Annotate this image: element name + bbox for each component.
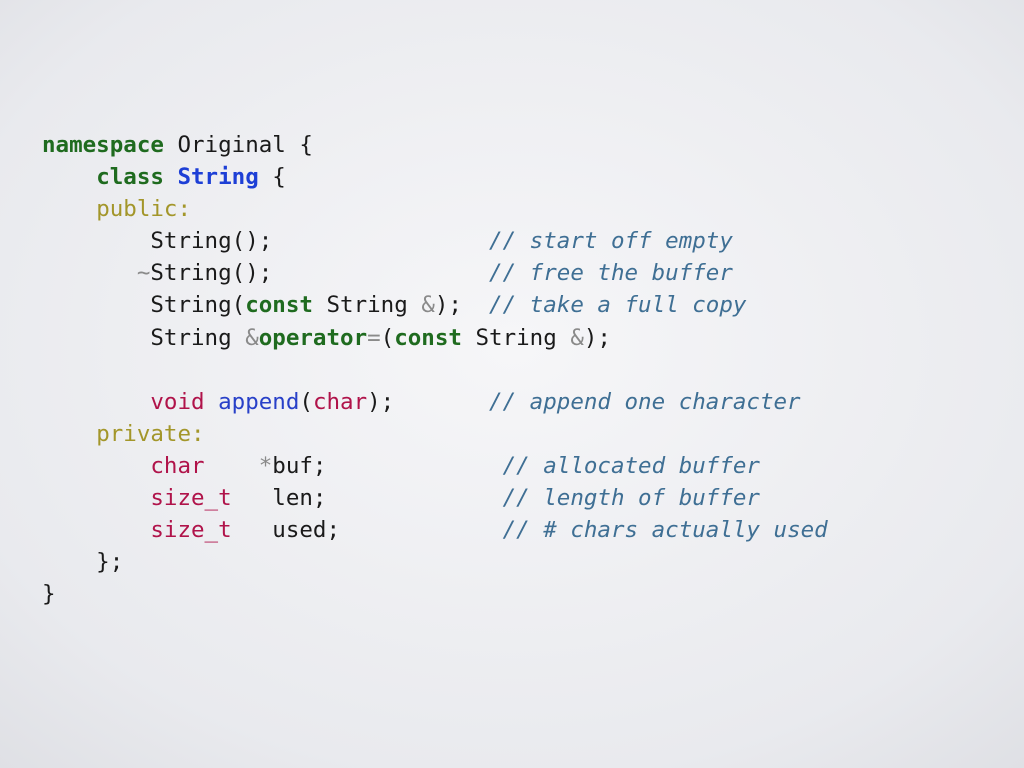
code-token: } <box>42 581 56 608</box>
code-token <box>42 453 150 479</box>
code-token: String <box>312 292 422 319</box>
code-token: operator <box>258 324 368 351</box>
code-token: // # chars actually used <box>502 517 828 544</box>
code-token: }; <box>42 549 124 576</box>
code-token <box>42 421 96 447</box>
code-token: String(); <box>150 260 273 287</box>
code-line: public: <box>42 193 828 225</box>
code-token <box>42 260 137 286</box>
code-token: Original { <box>163 132 313 158</box>
code-token: // length of buffer <box>502 485 760 512</box>
code-token <box>205 453 259 479</box>
code-token: ( <box>380 324 395 351</box>
code-token: char <box>312 388 368 415</box>
code-token: namespace <box>42 132 164 158</box>
code-token: len; <box>231 485 327 512</box>
code-line: void append(char); // append one charact… <box>42 386 828 418</box>
code-token <box>394 389 489 415</box>
code-line: namespace Original { <box>42 129 828 161</box>
code-token: ); <box>367 388 395 415</box>
code-token <box>340 517 503 543</box>
code-line: } <box>42 578 828 610</box>
code-token <box>205 389 219 415</box>
code-token <box>272 260 489 286</box>
code-line: size_t len; // length of buffer <box>42 482 828 514</box>
code-token: private: <box>96 420 205 447</box>
code-token <box>326 453 502 479</box>
code-token <box>42 196 96 222</box>
code-token: * <box>258 452 273 479</box>
code-token: // start off empty <box>489 228 733 255</box>
code-token: buf; <box>272 452 327 479</box>
code-token: String(); <box>42 228 273 255</box>
code-token: ~ <box>136 260 151 287</box>
code-token: size_t <box>150 517 232 544</box>
code-token: String <box>177 164 259 191</box>
code-token: const <box>245 292 313 319</box>
code-token: & <box>570 324 584 351</box>
code-token: const <box>394 324 462 351</box>
code-token <box>42 164 96 190</box>
code-line: private: <box>42 418 828 450</box>
code-token <box>326 485 502 511</box>
code-line <box>42 354 828 386</box>
code-token: & <box>421 292 435 319</box>
code-token: & <box>245 324 259 351</box>
code-token: ); <box>583 324 611 351</box>
code-token: // append one character <box>489 388 801 415</box>
code-line: }; <box>42 546 828 578</box>
code-line: String &operator=(const String &); <box>42 322 828 354</box>
code-line: String(const String &); // take a full c… <box>42 289 828 321</box>
code-token: { <box>258 164 286 191</box>
code-token: size_t <box>150 485 232 512</box>
code-token: void <box>150 388 205 415</box>
code-token: class <box>96 164 164 191</box>
code-token: String( <box>42 292 246 319</box>
code-token: String <box>461 324 571 351</box>
code-token <box>42 485 150 511</box>
code-token <box>42 517 150 543</box>
code-block: namespace Original { class String { publ… <box>42 129 828 610</box>
code-token: public: <box>96 196 192 223</box>
code-token: // free the buffer <box>489 260 733 287</box>
code-token <box>42 389 150 415</box>
code-token: // allocated buffer <box>502 452 760 479</box>
code-line: class String { <box>42 161 828 193</box>
code-token: append <box>218 388 300 415</box>
code-token <box>272 228 489 254</box>
code-line: char *buf; // allocated buffer <box>42 450 828 482</box>
code-token: ); <box>434 292 462 319</box>
code-token: String <box>42 324 246 351</box>
code-token: char <box>150 452 205 479</box>
code-line: size_t used; // # chars actually used <box>42 514 828 546</box>
code-line: ~String(); // free the buffer <box>42 257 828 289</box>
code-token: // take a full copy <box>489 292 747 319</box>
code-token: ( <box>299 388 313 415</box>
code-token <box>164 164 178 190</box>
code-token <box>462 292 489 318</box>
code-token: used; <box>231 517 341 544</box>
code-token: = <box>367 324 381 351</box>
code-line: String(); // start off empty <box>42 225 828 257</box>
